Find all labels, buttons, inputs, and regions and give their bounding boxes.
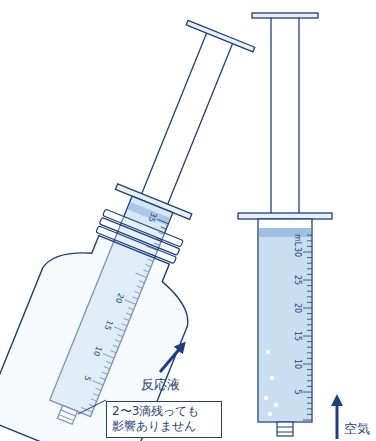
scale-number: 30 <box>293 247 301 257</box>
scale-number: 10 <box>293 359 301 369</box>
right-syringe <box>238 13 332 436</box>
callout-text: 2〜3滴残っても 影響ありません <box>112 404 216 435</box>
scale-number: 15 <box>293 331 301 341</box>
liquid-arrow <box>160 346 182 372</box>
leader-line <box>78 400 106 414</box>
air-arrow <box>336 400 339 439</box>
scale-number: 20 <box>293 303 301 313</box>
scale-number: 5 <box>293 389 301 394</box>
scale-number: 25 <box>293 275 301 285</box>
arrow-label: 反応液 <box>141 378 180 391</box>
arrow-label: 空気 <box>344 422 370 435</box>
scale-number: mL <box>293 234 301 246</box>
callout-box: 2〜3滴残っても 影響ありません <box>106 401 222 438</box>
left-syringe-in-bottle <box>0 5 294 441</box>
